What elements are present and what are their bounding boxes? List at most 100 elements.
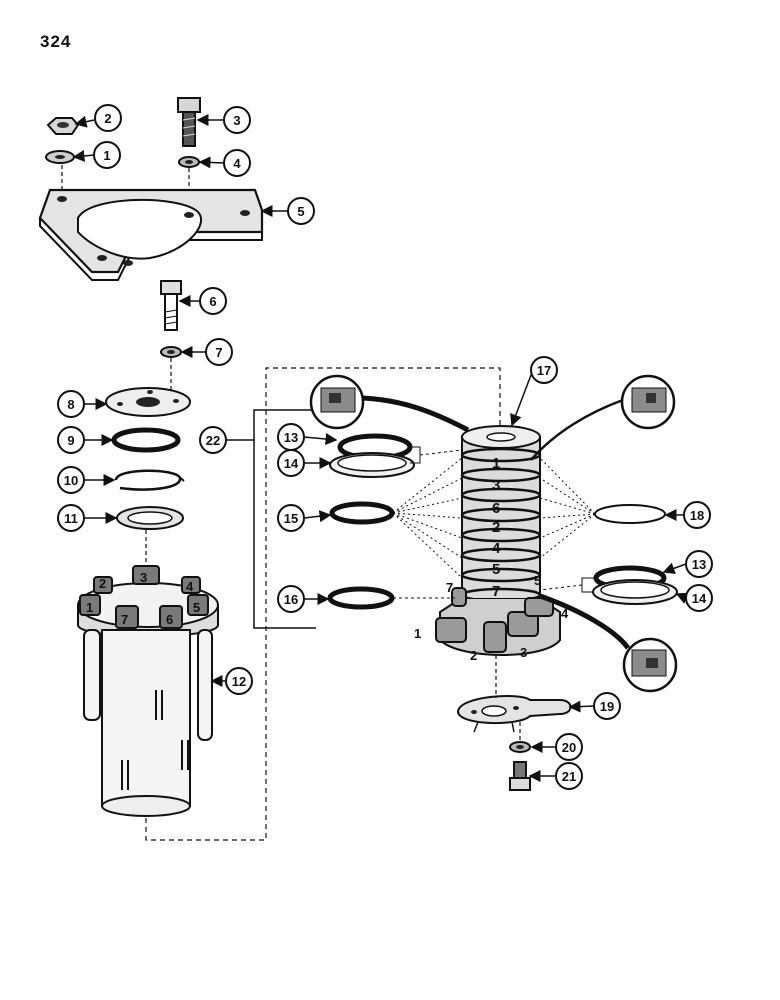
flange-part-8	[105, 387, 191, 417]
seal-kit-bracket	[253, 409, 316, 629]
housing-port-label-3: 3	[140, 570, 147, 585]
ring-18-leader-lines	[539, 457, 596, 559]
svg-text:8: 8	[67, 397, 74, 412]
callout-4: 4	[223, 149, 251, 177]
seal-15-leader-lines	[392, 457, 463, 579]
callout-6: 6	[199, 287, 227, 315]
washer-part-11	[116, 506, 184, 530]
lockwasher-part-4	[178, 156, 200, 168]
spool-ring-label: 7	[492, 583, 500, 600]
spool-ring-label: 5	[492, 561, 500, 578]
callout-21: 21	[555, 762, 583, 790]
spool-ring-labels: 1 3 6 2 4 5 7	[492, 455, 501, 600]
callout-12: 12	[225, 667, 253, 695]
bolt-part-3	[177, 97, 201, 147]
o-ring-part-16	[327, 586, 395, 610]
seal-detail-inset-top-right	[530, 374, 676, 461]
svg-text:14: 14	[284, 456, 299, 471]
callout-11: 11	[57, 504, 85, 532]
spool-ring-label: 1	[492, 455, 500, 472]
callout-17: 17	[530, 356, 558, 384]
svg-text:15: 15	[284, 511, 298, 526]
svg-text:18: 18	[690, 508, 704, 523]
spool-ring-label: 3	[492, 477, 500, 494]
callout-15: 15	[277, 504, 305, 532]
callout-16: 16	[277, 585, 305, 613]
washer-part-1	[45, 150, 75, 164]
svg-text:21: 21	[562, 769, 576, 784]
housing-port-label-6: 6	[166, 612, 173, 627]
svg-text:10: 10	[64, 473, 78, 488]
svg-text:14: 14	[692, 591, 707, 606]
callout-20: 20	[555, 733, 583, 761]
spool-ring-label: 4	[492, 540, 501, 557]
svg-text:12: 12	[232, 674, 246, 689]
callout-10: 10	[57, 466, 85, 494]
housing-port-label-2: 2	[99, 576, 106, 591]
svg-text:9: 9	[67, 433, 74, 448]
callout-14-left: 14	[277, 449, 305, 477]
svg-text:17: 17	[537, 363, 551, 378]
callout-18: 18	[683, 501, 711, 529]
spool-port-label-3: 3	[520, 645, 527, 660]
callout-13-right: 13	[685, 550, 713, 578]
callout-13-left: 13	[277, 423, 305, 451]
housing-port-label-7: 7	[121, 612, 128, 627]
svg-text:16: 16	[284, 592, 298, 607]
svg-text:5: 5	[297, 204, 304, 219]
svg-text:1: 1	[103, 148, 110, 163]
snap-ring-part-10	[114, 469, 185, 491]
bolt-part-6	[160, 280, 182, 331]
housing-port-label-5: 5	[193, 600, 200, 615]
nut-part-2	[46, 117, 80, 135]
callout-leaders	[72, 114, 690, 782]
swivel-spool-part-17	[435, 425, 561, 656]
page-number: 324	[40, 32, 72, 51]
spool-side-label-5: 5	[534, 573, 541, 588]
callout-9: 9	[57, 426, 85, 454]
svg-text:20: 20	[562, 740, 576, 755]
retainer-plate-part-19	[456, 695, 572, 733]
spool-port-label-4: 4	[561, 606, 569, 621]
callout-8: 8	[57, 390, 85, 418]
seal-detail-inset-bottom	[539, 593, 678, 693]
spool-side-label-7: 7	[446, 580, 453, 595]
mounting-plate-part-5	[38, 188, 264, 281]
backup-ring-part-18	[594, 504, 666, 524]
svg-text:22: 22	[206, 433, 220, 448]
spool-port-label-1: 1	[414, 626, 421, 641]
svg-text:6: 6	[209, 294, 216, 309]
assembly-dashed-path	[145, 367, 501, 841]
svg-text:2: 2	[104, 111, 111, 126]
callout-14-right: 14	[685, 584, 713, 612]
callout-19: 19	[593, 692, 621, 720]
callout-2: 2	[94, 104, 122, 132]
backup-ring-part-14-left	[329, 452, 415, 478]
svg-text:13: 13	[284, 430, 298, 445]
svg-text:19: 19	[600, 699, 614, 714]
svg-text:13: 13	[692, 557, 706, 572]
o-ring-part-15	[329, 501, 395, 525]
callout-5: 5	[287, 197, 315, 225]
seal-detail-inset-top-left	[309, 374, 470, 433]
callout-3: 3	[223, 106, 251, 134]
spool-port-label-2: 2	[470, 648, 477, 663]
o-ring-part-9	[111, 427, 181, 453]
svg-text:4: 4	[233, 156, 241, 171]
spool-ring-label: 6	[492, 500, 500, 517]
callout-7: 7	[205, 338, 233, 366]
svg-text:3: 3	[233, 113, 240, 128]
backup-ring-part-14-right	[592, 579, 678, 605]
housing-port-label-4: 4	[186, 579, 194, 594]
callout-1: 1	[93, 141, 121, 169]
svg-text:11: 11	[64, 511, 78, 526]
bolt-part-21	[509, 761, 531, 791]
washer-part-20	[509, 741, 531, 753]
spool-ring-label: 2	[492, 519, 500, 536]
svg-text:7: 7	[215, 345, 222, 360]
callout-22: 22	[199, 426, 227, 454]
lockwasher-part-7	[160, 346, 182, 358]
valve-housing-part-12	[77, 565, 219, 817]
housing-port-label-1: 1	[86, 600, 93, 615]
